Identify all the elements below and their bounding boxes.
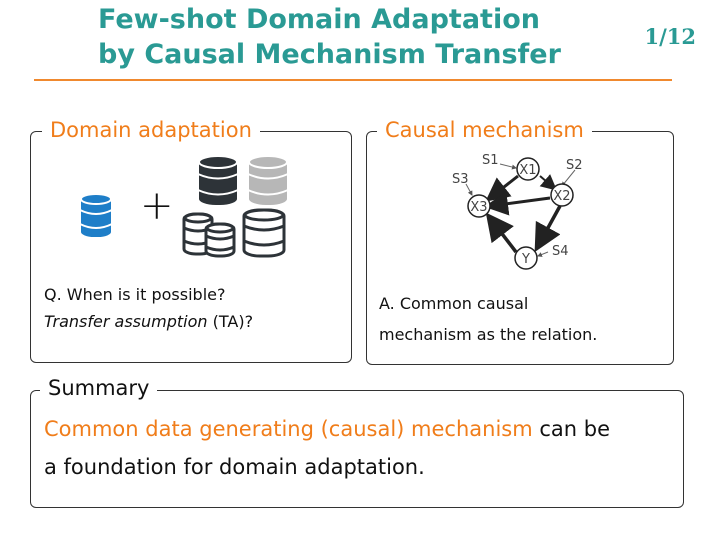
question-line: Q. When is it possible?: [44, 285, 226, 304]
gray-database-icon: [247, 155, 289, 207]
node-y-label: Y: [521, 252, 530, 267]
blue-database-icon: [79, 193, 113, 239]
node-x1: X1: [516, 157, 540, 181]
answer-text: A. Common causal mechanism as the relati…: [379, 288, 597, 350]
summary-label: Summary: [40, 375, 158, 401]
database-icons: [79, 155, 289, 258]
node-x1-label: X1: [519, 163, 536, 178]
node-y: Y: [514, 246, 538, 270]
answer-line-2: mechanism as the relation.: [379, 325, 598, 344]
causal-graph: X1 X2 X3 Y S1 S2 S3 S4: [452, 153, 583, 270]
assumption-italic: Transfer assumption: [44, 312, 208, 331]
slide-title: Few-shot Domain Adaptation by Causal Mec…: [98, 2, 561, 72]
dark-database-icon: [197, 155, 239, 207]
plus-sign: +: [140, 183, 174, 229]
node-x3-label: X3: [470, 200, 487, 215]
summary-rest: can be: [532, 417, 610, 441]
page-number: 1/12: [644, 24, 696, 49]
summary-text: Common data generating (causal) mechanis…: [44, 410, 610, 486]
question-text: Q. When is it possible? Transfer assumpt…: [44, 281, 253, 335]
node-x2-label: X2: [553, 189, 570, 204]
node-x3: X3: [467, 194, 491, 218]
title-line-1: Few-shot Domain Adaptation: [98, 4, 540, 35]
outline-database-icon: [182, 208, 286, 258]
answer-line-1: A. Common causal: [379, 294, 529, 313]
summary-line-2: a foundation for domain adaptation.: [44, 455, 425, 479]
node-x2: X2: [550, 183, 574, 207]
causal-mechanism-label: Causal mechanism: [377, 117, 592, 143]
domain-adaptation-label: Domain adaptation: [42, 117, 260, 143]
noise-s3-label: S3: [452, 172, 469, 187]
assumption-rest: (TA)?: [207, 312, 254, 331]
summary-box: [30, 390, 684, 508]
noise-s2-label: S2: [566, 158, 583, 173]
summary-highlight: Common data generating (causal) mechanis…: [44, 417, 533, 441]
title-divider: [34, 79, 672, 81]
title-line-2: by Causal Mechanism Transfer: [98, 39, 561, 70]
assumption-line: Transfer assumption (TA)?: [44, 308, 253, 335]
noise-s1-label: S1: [482, 153, 499, 168]
summary-line-1: Common data generating (causal) mechanis…: [44, 410, 610, 448]
noise-s4-label: S4: [552, 244, 569, 259]
